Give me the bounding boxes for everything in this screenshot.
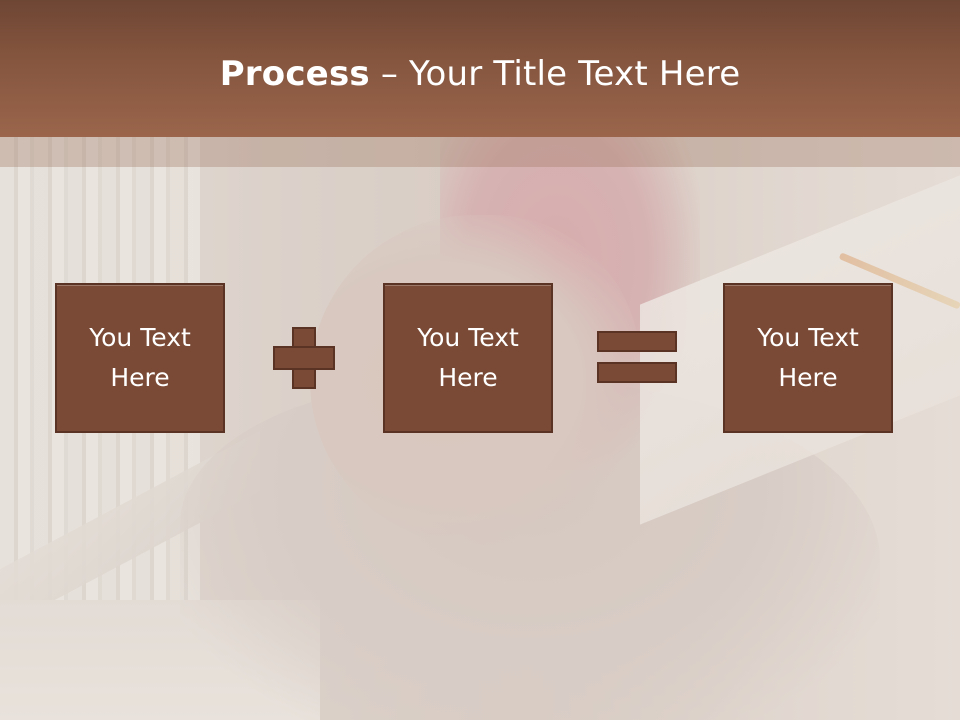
equals-icon	[597, 331, 677, 383]
equals-top-bar	[597, 331, 677, 352]
plus-center	[294, 348, 314, 368]
plus-icon	[273, 327, 335, 389]
banner-shadow-band	[0, 137, 960, 167]
process-box-2[interactable]: You Text Here	[383, 283, 553, 433]
title-bold-part: Process	[219, 54, 370, 94]
process-box-2-line2: Here	[438, 363, 498, 392]
process-box-1-line2: Here	[110, 363, 170, 392]
equals-bottom-bar	[597, 362, 677, 383]
slide-title[interactable]: Process – Your Title Text Here	[0, 52, 960, 96]
process-box-3-line1: You Text	[757, 323, 859, 352]
process-box-1-line1: You Text	[89, 323, 191, 352]
title-banner	[0, 0, 960, 137]
title-rest-part: – Your Title Text Here	[369, 54, 741, 94]
process-box-2-line1: You Text	[417, 323, 519, 352]
process-box-1[interactable]: You Text Here	[55, 283, 225, 433]
process-box-3-line2: Here	[778, 363, 838, 392]
process-box-3[interactable]: You Text Here	[723, 283, 893, 433]
